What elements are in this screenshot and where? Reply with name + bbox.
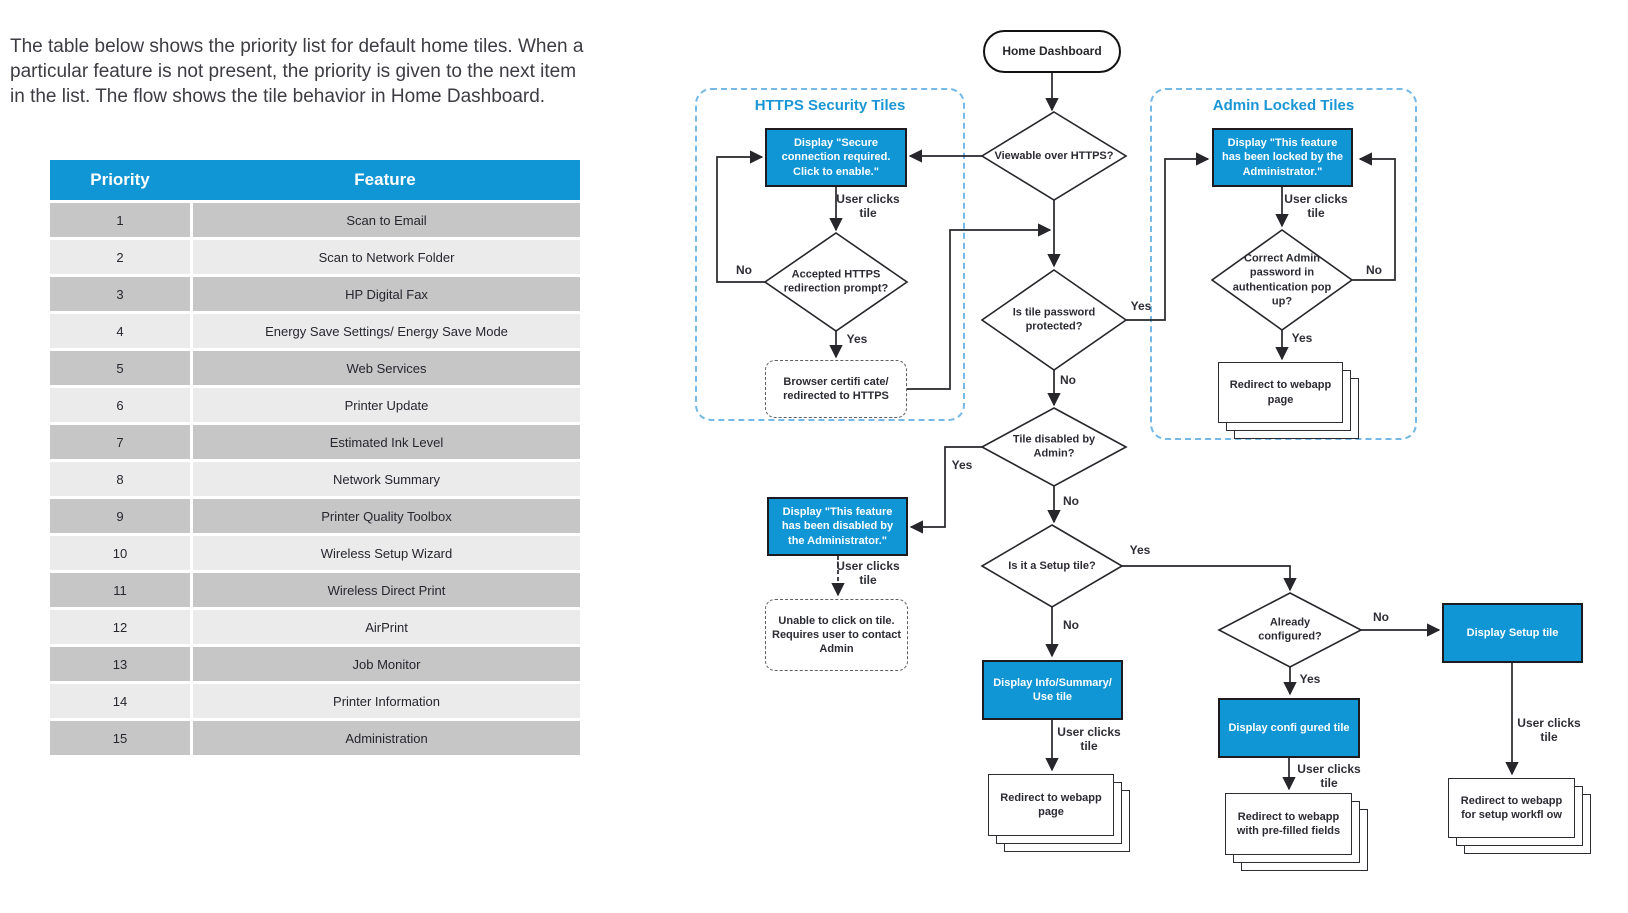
label-no-disabled: No <box>1063 494 1079 509</box>
label-user-clicks-setupbox: User clicks tile <box>1517 716 1581 744</box>
feature-cell: Wireless Direct Print <box>193 573 580 607</box>
feature-cell: Printer Quality Toolbox <box>193 499 580 533</box>
node-display-configured-tile: Display confi gured tile <box>1218 698 1360 758</box>
priority-cell: 12 <box>50 610 190 644</box>
label-no-already: No <box>1373 610 1389 625</box>
label-yes-disabled: Yes <box>951 458 973 473</box>
node-redirect-webapp-page: Redirect to webapp page <box>988 774 1130 852</box>
group-title: Admin Locked Tiles <box>1212 97 1355 114</box>
priority-cell: 6 <box>50 388 190 422</box>
label-yes-protected: Yes <box>1130 299 1152 314</box>
label-viewable-https: Viewable over HTTPS? <box>994 149 1114 162</box>
feature-cell: Web Services <box>193 351 580 385</box>
priority-cell: 2 <box>50 240 190 274</box>
label-already-configured: Already configured? <box>1258 616 1322 643</box>
feature-cell: HP Digital Fax <box>193 277 580 311</box>
feature-cell: AirPrint <box>193 610 580 644</box>
label-no-password: No <box>1366 263 1382 278</box>
stack-front: Redirect to webapp with pre-filled field… <box>1225 793 1352 855</box>
label-yes-setup: Yes <box>1129 543 1151 558</box>
node-redirect-prefilled: Redirect to webapp with pre-filled field… <box>1225 793 1368 871</box>
node-unable-to-click: Unable to click on tile. Requires user t… <box>765 599 908 671</box>
priority-cell: 4 <box>50 314 190 348</box>
label-accepted-redirection: Accepted HTTPS redirection prompt? <box>783 268 889 295</box>
label-tile-disabled: Tile disabled by Admin? <box>1012 433 1096 460</box>
priority-cell: 5 <box>50 351 190 385</box>
node-display-disabled: Display "This feature has been disabled … <box>767 497 908 556</box>
col-header-priority: Priority <box>90 170 150 189</box>
node-display-locked: Display "This feature has been locked by… <box>1212 128 1353 187</box>
label-password-protected: Is tile password protected? <box>1012 306 1096 333</box>
label-user-clicks-disabled: User clicks tile <box>836 559 900 587</box>
priority-cell: 14 <box>50 684 190 718</box>
label-user-clicks-configured: User clicks tile <box>1297 762 1361 790</box>
group-title: HTTPS Security Tiles <box>754 97 906 114</box>
stack-front: Redirect to webapp for setup workfl ow <box>1448 778 1575 838</box>
label-yes-accepted: Yes <box>846 332 868 347</box>
priority-cell: 7 <box>50 425 190 459</box>
label-yes-password: Yes <box>1291 331 1313 346</box>
intro-paragraph: The table below shows the priority list … <box>10 36 584 107</box>
feature-cell: Printer Information <box>193 684 580 718</box>
stack-front: Redirect to webapp page <box>988 774 1114 836</box>
feature-cell: Estimated Ink Level <box>193 425 580 459</box>
priority-cell: 10 <box>50 536 190 570</box>
label-yes-already: Yes <box>1299 672 1321 687</box>
feature-cell: Energy Save Settings/ Energy Save Mode <box>193 314 580 348</box>
label-user-clicks-secure: User clicks tile <box>836 192 900 220</box>
label-is-setup-tile: Is it a Setup tile? <box>1008 559 1096 572</box>
feature-cell: Wireless Setup Wizard <box>193 536 580 570</box>
col-header-feature: Feature <box>354 170 416 189</box>
table-header-row: Priority Feature <box>50 160 580 200</box>
feature-cell: Printer Update <box>193 388 580 422</box>
node-redirect-setup-workflow: Redirect to webapp for setup workfl ow <box>1448 778 1591 854</box>
node-display-info-summary: Display Info/Summary/ Use tile <box>982 660 1123 720</box>
label-no-accepted: No <box>736 263 752 278</box>
priority-cell: 13 <box>50 647 190 681</box>
priority-cell: 3 <box>50 277 190 311</box>
feature-cell: Network Summary <box>193 462 580 496</box>
priority-cell: 9 <box>50 499 190 533</box>
label-user-clicks-locked: User clicks tile <box>1284 192 1348 220</box>
feature-cell: Scan to Email <box>193 203 580 237</box>
edge-setup-yes <box>1122 565 1297 592</box>
label-user-clicks-info: User clicks tile <box>1057 725 1121 753</box>
stack-front: Redirect to webapp page <box>1218 362 1343 423</box>
label-no-setup: No <box>1063 618 1079 633</box>
priority-cell: 15 <box>50 721 190 755</box>
priority-cell: 11 <box>50 573 190 607</box>
feature-cell: Scan to Network Folder <box>193 240 580 274</box>
node-display-secure-connection: Display "Secure connection required. Cli… <box>765 128 907 187</box>
node-display-setup-tile: Display Setup tile <box>1442 603 1583 663</box>
priority-cell: 1 <box>50 203 190 237</box>
priority-cell: 8 <box>50 462 190 496</box>
feature-cell: Job Monitor <box>193 647 580 681</box>
node-browser-certificate: Browser certifi cate/ redirected to HTTP… <box>765 360 907 418</box>
node-home-dashboard: Home Dashboard <box>983 30 1121 73</box>
feature-cell: Administration <box>193 721 580 755</box>
label-correct-password: Correct Admin password in authentication… <box>1232 252 1332 308</box>
node-redirect-webapp-page-admin: Redirect to webapp page <box>1218 362 1359 439</box>
label-no-protected: No <box>1060 373 1076 388</box>
